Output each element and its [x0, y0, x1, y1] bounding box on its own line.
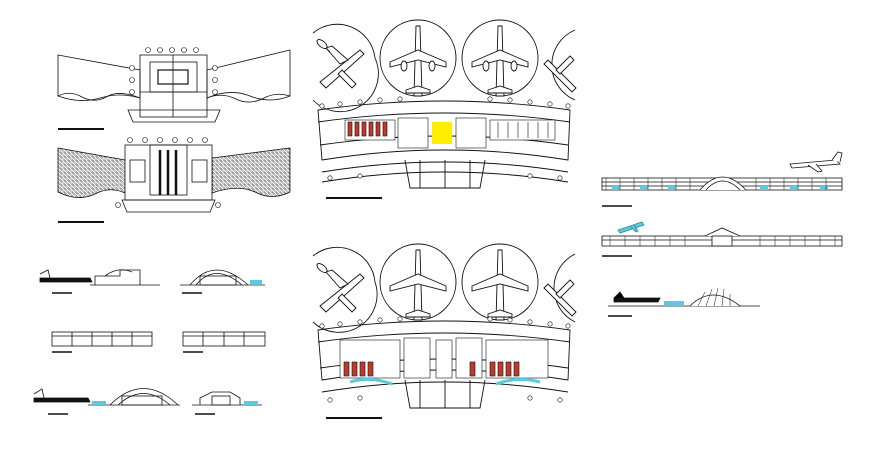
- terminal-top-grid-markers: [319, 96, 571, 181]
- section-row3-right: [192, 391, 262, 415]
- terminal-plan-top: [312, 19, 577, 199]
- section-row1-right: [180, 269, 265, 294]
- section-row3-left: [33, 388, 180, 415]
- aircraft-bottom: [316, 249, 577, 321]
- aircraft-top: [316, 25, 577, 97]
- section-row2-right: [182, 331, 266, 353]
- aircraft-elevation-top: [789, 151, 843, 173]
- section-row1-left: [39, 269, 160, 294]
- small-sections: [33, 269, 266, 415]
- elevation-top: [601, 151, 843, 207]
- plan-lower-wing: [57, 137, 291, 223]
- terminal-bottom-grid-markers: [319, 316, 571, 403]
- plan-upper-wing-grid-markers: [129, 47, 218, 95]
- terminal-bottom-rooms: [339, 337, 549, 386]
- elevation-bottom: [608, 287, 760, 317]
- section-row2-left: [51, 331, 153, 353]
- plan-upper-wing: [57, 49, 291, 130]
- terminal-top-rooms: [344, 117, 556, 149]
- elevation-middle: [601, 221, 843, 257]
- terminal-plan-bottom: [312, 243, 577, 419]
- aircraft-elevation-middle: [617, 221, 645, 234]
